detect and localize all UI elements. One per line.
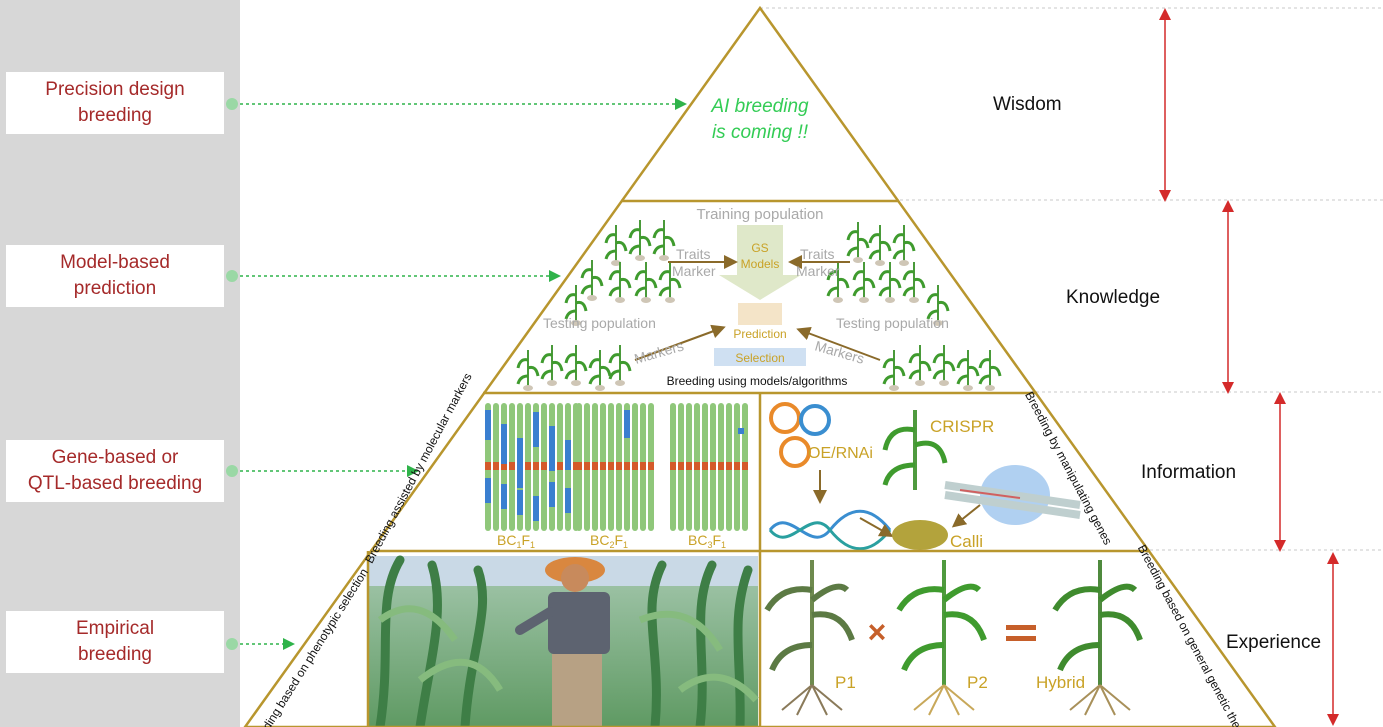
testing-population-left: Testing population (543, 315, 656, 331)
p2-label: P2 (967, 673, 988, 692)
stage-empirical: Empirical breeding (6, 611, 224, 673)
chromosome-panels (485, 403, 748, 531)
level-range-arrows (1159, 7, 1339, 726)
gene-editing-illustration (768, 402, 1081, 551)
prediction-label: Prediction (733, 327, 786, 341)
parent-plants: × (764, 560, 1143, 716)
level-knowledge: Knowledge (1066, 287, 1161, 308)
level-information: Information (1141, 462, 1237, 483)
stage-label: Precision design breeding (45, 79, 185, 126)
bc3-label: BC3F1 (688, 532, 726, 550)
pyramid-frame (243, 5, 1277, 727)
level-wisdom: Wisdom (993, 94, 1062, 115)
gene-manipulation-caption: Breeding by manipulating genes (1022, 389, 1115, 547)
model-tier-plants (516, 220, 1002, 391)
p1-label: P1 (835, 673, 856, 692)
traits-right-label: Traits (800, 246, 834, 262)
gs-label: GS (751, 241, 768, 255)
level-experience: Experience (1226, 632, 1322, 653)
gs-flow (634, 225, 881, 366)
stage-label: Gene-based or QTL-based breeding (27, 447, 203, 494)
testing-population-right: Testing population (836, 315, 949, 331)
marker-assisted-caption: Breeding assisted by molecular markers (362, 371, 475, 566)
markers-left-label: Markers (632, 338, 685, 367)
stage-label: Empirical breeding (75, 618, 155, 665)
svg-text:×: × (868, 614, 887, 650)
empirical-field-photo (368, 555, 759, 727)
stage-precision-design: Precision design breeding (6, 72, 224, 134)
calli-label: Calli (950, 532, 983, 551)
oe-rnai-label: OE/RNAi (808, 445, 873, 462)
ai-line-1: AI breeding (710, 96, 809, 117)
bc2-label: BC2F1 (590, 532, 628, 550)
stage-connectors (226, 98, 687, 650)
traits-left-label: Traits (676, 246, 710, 262)
model-tier-caption: Breeding using models/algorithms (667, 374, 848, 388)
phenotypic-selection-caption: Breeding based on phenotypic selection (246, 566, 371, 727)
crispr-label: CRISPR (930, 417, 994, 436)
training-population-label: Training population (696, 206, 823, 223)
ai-line-2: is coming !! (712, 122, 809, 143)
selection-label: Selection (735, 351, 784, 365)
marker-right-label: Marker (796, 263, 840, 279)
models-label: Models (741, 257, 780, 271)
hybrid-label: Hybrid (1036, 673, 1085, 692)
stage-model-based: Model-based prediction (6, 245, 224, 307)
marker-left-label: Marker (672, 263, 716, 279)
markers-right-label: Markers (813, 338, 866, 367)
level-guides (760, 7, 1383, 551)
bc1-label: BC1F1 (497, 532, 535, 550)
stage-label: Model-based prediction (60, 252, 170, 299)
stage-gene-based: Gene-based or QTL-based breeding (6, 440, 224, 502)
